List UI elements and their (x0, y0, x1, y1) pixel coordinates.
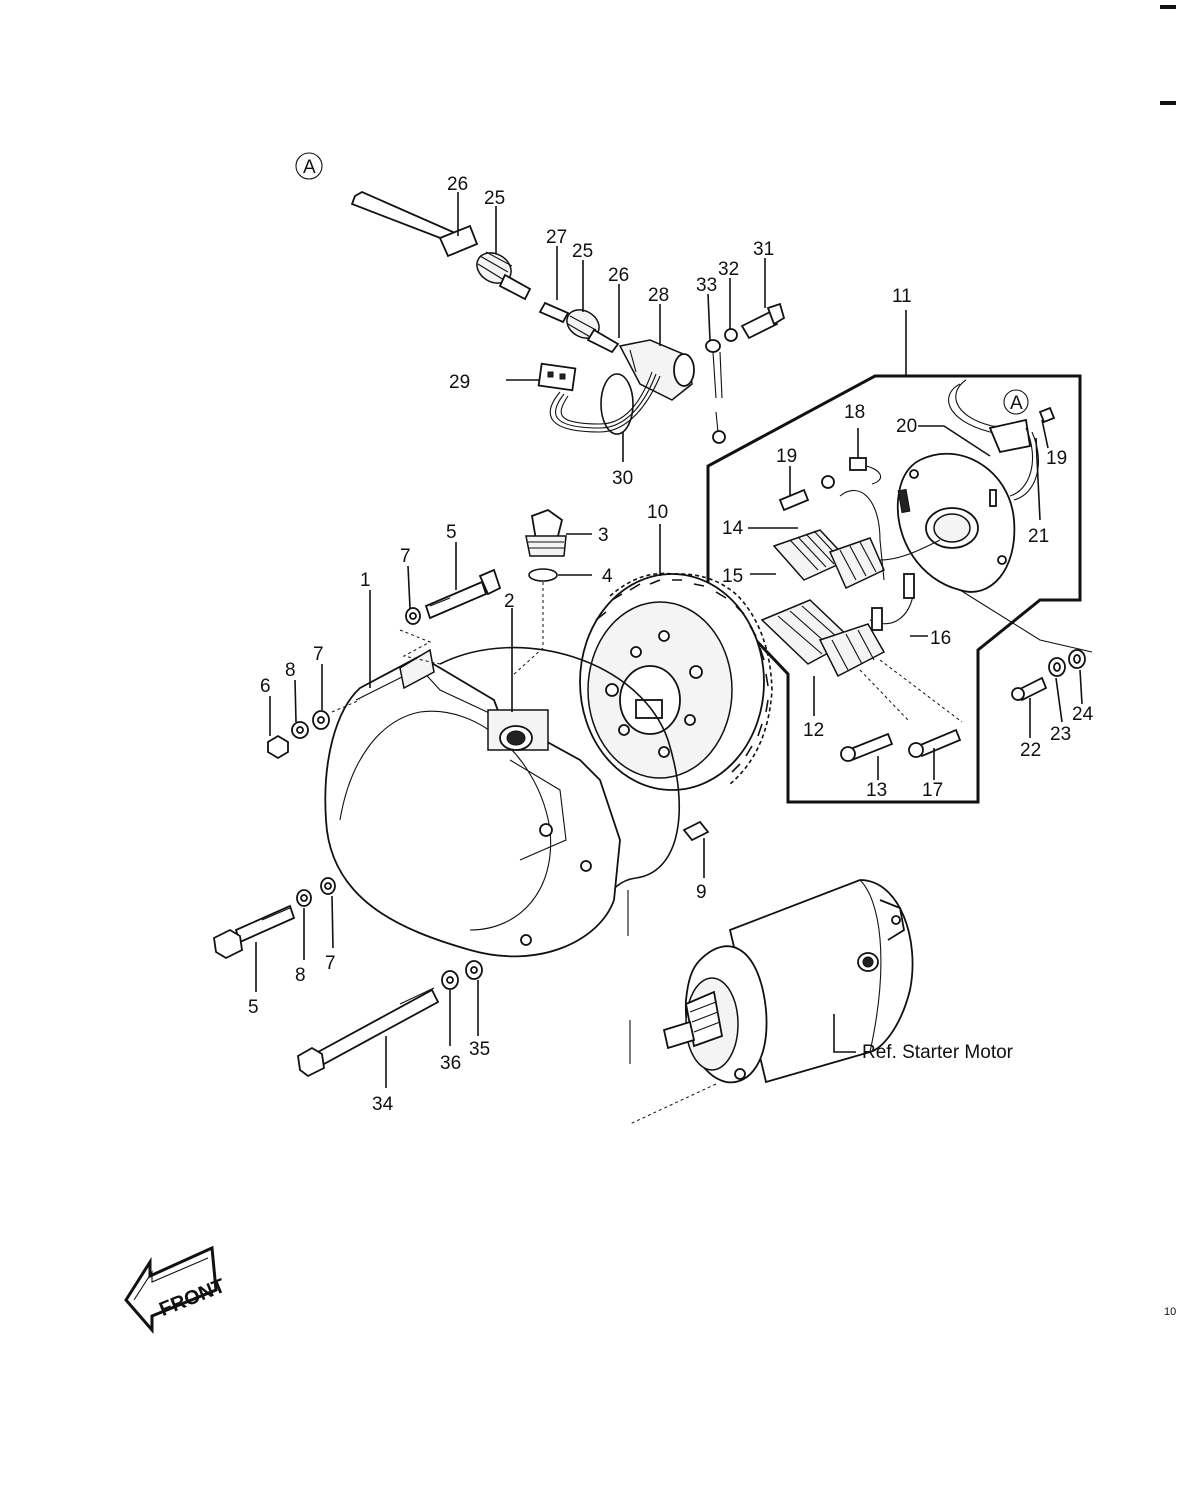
pickup-housing (618, 339, 695, 401)
callout-7: 7 (313, 644, 324, 665)
gasket-2 (439, 646, 681, 901)
callout-26: 26 (447, 174, 468, 195)
callout-25: 25 (484, 188, 505, 209)
stator-mount-hardware: 22 23 24 (1011, 649, 1094, 761)
callout-8: 8 (295, 965, 306, 986)
callout-32: 32 (718, 259, 739, 280)
callout-29: 29 (449, 372, 470, 393)
screw-17 (916, 728, 962, 758)
callout-8: 8 (285, 660, 296, 681)
callout-15: 15 (722, 566, 743, 587)
pickup-shaft-assembly: A (295, 152, 786, 489)
callout-11: 11 (892, 286, 912, 307)
filler-cap: 3 4 (511, 508, 613, 677)
callout-25: 25 (572, 241, 593, 262)
connector-a-marker-icon (1003, 389, 1029, 415)
callout-7: 7 (400, 546, 411, 567)
callout-28: 28 (648, 285, 669, 306)
coil-wire (839, 490, 885, 581)
front-direction-arrow-icon: FRONT (124, 1245, 228, 1335)
callout-7: 7 (325, 953, 336, 974)
callout-4: 4 (602, 566, 613, 587)
cover-hardware: 5 7 6 8 7 5 8 7 (213, 522, 502, 1115)
callout-31: 31 (753, 239, 774, 260)
callout-24: 24 (1072, 704, 1094, 725)
page-number: 10 (1164, 1306, 1176, 1318)
connector-a-marker-icon (295, 152, 323, 180)
bolt-5-upper (424, 580, 488, 620)
wire-terminal (903, 573, 915, 599)
callout-6: 6 (260, 676, 271, 697)
assembly-boundary (706, 374, 1082, 804)
callout-14: 14 (722, 518, 744, 539)
connector-a-label: A (1010, 393, 1023, 414)
stator-assembly-group: 11 A (706, 286, 1093, 804)
callout-30: 30 (612, 468, 633, 489)
callout-16: 16 (930, 628, 951, 649)
ground-lead (705, 302, 786, 444)
bolt-5-lower (234, 904, 296, 944)
clamp-18 (849, 457, 867, 471)
callout-34: 34 (372, 1094, 394, 1115)
drive-gear-left (476, 251, 532, 301)
shaft-collar (438, 224, 479, 258)
pin-27 (538, 301, 570, 324)
callout-33: 33 (696, 275, 717, 296)
callout-12: 12 (803, 720, 824, 741)
callout-10: 10 (647, 502, 668, 523)
callout-19: 19 (776, 446, 797, 467)
bolt-34 (316, 988, 440, 1066)
rotor-flywheel: 10 (579, 502, 773, 791)
callout-3: 3 (598, 525, 609, 546)
callout-19: 19 (1046, 448, 1067, 469)
charging-coil-12 (760, 599, 886, 678)
callout-18: 18 (844, 402, 865, 423)
callout-27: 27 (546, 227, 567, 248)
callout-9: 9 (696, 882, 707, 903)
callout-5: 5 (248, 997, 259, 1018)
edge-mark (1160, 5, 1176, 9)
dowel-pin-9 (682, 820, 710, 842)
callout-22: 22 (1020, 740, 1041, 761)
callout-13: 13 (866, 780, 887, 801)
stator-plate (896, 452, 1016, 593)
callout-20: 20 (896, 416, 917, 437)
washer-32 (724, 328, 738, 342)
screw-19-left (778, 488, 810, 512)
screw-19 (1038, 406, 1056, 424)
nut-6 (267, 734, 289, 760)
wire-harness (537, 362, 661, 435)
callout-36: 36 (440, 1053, 461, 1074)
callout-1: 1 (360, 570, 371, 591)
drive-gear-right (566, 309, 620, 354)
callout-35: 35 (469, 1039, 490, 1060)
bolt-31 (740, 310, 779, 340)
edge-mark (1160, 101, 1176, 105)
callout-26: 26 (608, 265, 629, 286)
stator-lead (948, 379, 1039, 501)
callout-21: 21 (1028, 526, 1049, 547)
callout-17: 17 (922, 780, 943, 801)
starter-motor: Ref. Starter Motor (629, 879, 1014, 1125)
pickup-coil-14 (772, 529, 885, 590)
ref-starter-motor-label: Ref. Starter Motor (862, 1042, 1014, 1063)
callout-2: 2 (504, 591, 515, 612)
o-ring-30 (600, 373, 634, 435)
connector-a-label: A (303, 157, 316, 178)
o-ring-4 (528, 568, 558, 582)
callout-5: 5 (446, 522, 457, 543)
callout-23: 23 (1050, 724, 1071, 745)
generator-cover: 1 2 9 (324, 570, 710, 1064)
